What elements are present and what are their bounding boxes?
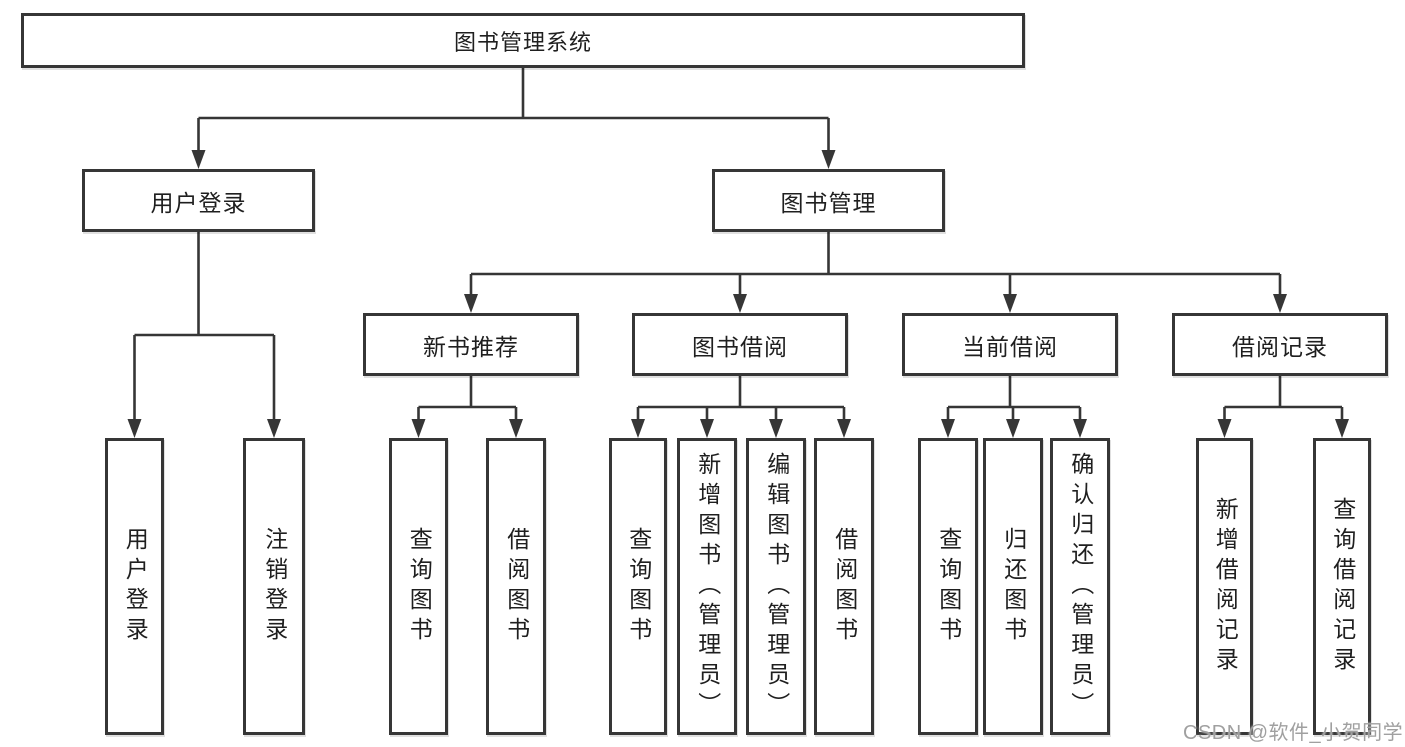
- node-root: 图书管理系统: [21, 13, 1025, 68]
- node-book-borrowing: 图书借阅: [632, 313, 848, 376]
- node-leaf-borrow-books-recommend: 借阅图书: [486, 438, 546, 735]
- node-label: 编辑图书（管理员）: [763, 451, 790, 722]
- node-label: 借阅图书: [503, 526, 530, 647]
- node-leaf-add-borrow-record: 新增借阅记录: [1196, 438, 1253, 735]
- node-borrowing-records: 借阅记录: [1172, 313, 1388, 376]
- node-label: 查询图书: [625, 526, 652, 647]
- node-leaf-return-book: 归还图书: [983, 438, 1043, 735]
- node-label: 图书管理系统: [453, 29, 592, 55]
- node-label: 新增借阅记录: [1212, 496, 1239, 677]
- node-leaf-user-login: 用户登录: [105, 438, 164, 735]
- node-label: 当前借阅: [962, 333, 1058, 360]
- node-label: 注销登录: [261, 526, 288, 647]
- node-new-book-recommend: 新书推荐: [363, 313, 579, 376]
- node-book-management: 图书管理: [712, 169, 945, 232]
- node-leaf-query-borrow-record: 查询借阅记录: [1313, 438, 1371, 735]
- node-label: 借阅记录: [1232, 333, 1328, 360]
- node-current-borrowing: 当前借阅: [902, 313, 1118, 376]
- node-label: 用户登录: [122, 526, 149, 647]
- node-label: 图书管理: [780, 189, 877, 216]
- node-label: 用户登录: [150, 189, 247, 216]
- node-leaf-borrow-books-borrowing: 借阅图书: [814, 438, 874, 735]
- node-label: 查询借阅记录: [1329, 496, 1356, 677]
- node-label: 新增图书（管理员）: [694, 451, 721, 722]
- node-label: 查询图书: [935, 526, 962, 647]
- node-label: 借阅图书: [831, 526, 858, 647]
- node-leaf-query-books-borrowing: 查询图书: [609, 438, 667, 735]
- node-label: 图书借阅: [692, 333, 788, 360]
- node-leaf-confirm-return-admin: 确认归还（管理员）: [1050, 438, 1110, 735]
- node-leaf-query-books-current: 查询图书: [918, 438, 978, 735]
- csdn-watermark: CSDN @软件_小贺同学: [1183, 722, 1404, 744]
- node-leaf-edit-book-admin: 编辑图书（管理员）: [746, 438, 806, 735]
- node-leaf-logout: 注销登录: [243, 438, 305, 735]
- node-leaf-add-book-admin: 新增图书（管理员）: [677, 438, 737, 735]
- node-label: 新书推荐: [423, 333, 519, 360]
- node-user-login: 用户登录: [82, 169, 315, 232]
- node-label: 归还图书: [1000, 526, 1027, 647]
- node-leaf-query-books-recommend: 查询图书: [389, 438, 448, 735]
- node-label: 确认归还（管理员）: [1067, 451, 1094, 722]
- node-label: 查询图书: [406, 526, 433, 647]
